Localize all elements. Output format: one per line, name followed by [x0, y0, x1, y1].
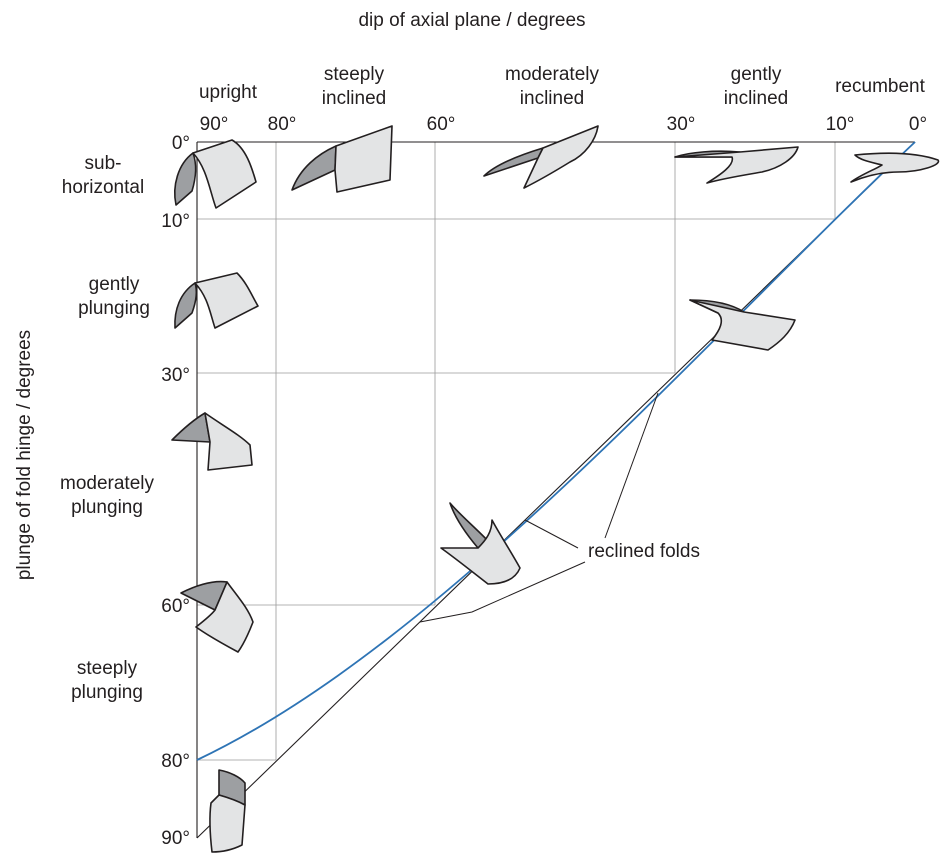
plunge-class-moderately-plunging-2: plunging — [71, 497, 143, 518]
plunge-tick-30: 30° — [161, 365, 190, 386]
x-axis-title: dip of axial plane / degrees — [358, 10, 585, 31]
dip-tick-labels: 90° 80° 60° 30° 10° 0° — [200, 114, 927, 135]
fold-icon-recumbent — [850, 152, 940, 183]
fold-icon-gently-inclined-plunging — [689, 299, 796, 351]
leader-to-lower-curve — [419, 561, 586, 623]
dip-class-steeply-inclined-2: inclined — [322, 88, 386, 109]
dip-tick-90: 90° — [200, 114, 229, 135]
dip-class-recumbent: recumbent — [835, 76, 925, 97]
fold-icon-upright-subhorizontal — [174, 139, 257, 209]
fold-glyphs — [171, 125, 940, 853]
plunge-class-sub-horizontal-1: sub- — [85, 153, 122, 174]
dip-tick-10: 10° — [826, 114, 855, 135]
y-axis-title: plunge of fold hinge / degrees — [14, 330, 35, 580]
plunge-tick-60: 60° — [161, 596, 190, 617]
plunge-class-gently-plunging-2: plunging — [78, 298, 150, 319]
dip-class-upright: upright — [199, 82, 258, 103]
dip-tick-80: 80° — [268, 114, 297, 135]
plunge-class-sub-horizontal-2: horizontal — [62, 177, 144, 198]
dip-class-labels: upright steeply inclined moderately incl… — [199, 64, 926, 109]
dip-class-gently-inclined-2: inclined — [724, 88, 788, 109]
fold-icon-moderately-inclined — [483, 125, 599, 189]
dip-tick-30: 30° — [667, 114, 696, 135]
plunge-tick-90: 90° — [161, 828, 190, 849]
dip-tick-0: 0° — [909, 114, 927, 135]
plunge-tick-0: 0° — [172, 133, 190, 154]
dip-tick-60: 60° — [427, 114, 456, 135]
plunge-class-gently-plunging-1: gently — [89, 274, 140, 295]
fold-icon-reclined — [440, 502, 521, 585]
fold-icon-vertical — [209, 769, 246, 853]
fold-icon-moderately-plunging — [171, 412, 253, 471]
plunge-tick-labels: 0° 10° 30° 60° 80° 90° — [161, 133, 190, 849]
callout-leaders — [419, 392, 659, 623]
plunge-class-steeply-plunging-1: steeply — [77, 658, 138, 679]
dip-class-moderately-inclined-1: moderately — [505, 64, 599, 85]
leader-to-middle-curve — [524, 519, 579, 549]
dip-class-moderately-inclined-2: inclined — [520, 88, 584, 109]
dip-class-steeply-inclined-1: steeply — [324, 64, 385, 85]
fold-icon-gently-inclined — [674, 146, 799, 184]
blue-boundary-curve — [196, 141, 916, 761]
plunge-class-moderately-plunging-1: moderately — [60, 473, 154, 494]
plunge-class-steeply-plunging-2: plunging — [71, 682, 143, 703]
plunge-tick-10: 10° — [161, 211, 190, 232]
fold-icon-steeply-inclined — [291, 125, 393, 193]
fold-icon-gently-plunging — [174, 272, 259, 329]
plunge-class-labels: sub- horizontal gently plunging moderate… — [60, 153, 154, 703]
leader-to-upper-curve — [604, 392, 659, 539]
fold-icon-steeply-plunging — [180, 580, 254, 653]
dip-class-gently-inclined-1: gently — [731, 64, 782, 85]
plunge-tick-80: 80° — [161, 751, 190, 772]
grid — [197, 142, 836, 761]
reclined-folds-label: reclined folds — [588, 541, 700, 562]
